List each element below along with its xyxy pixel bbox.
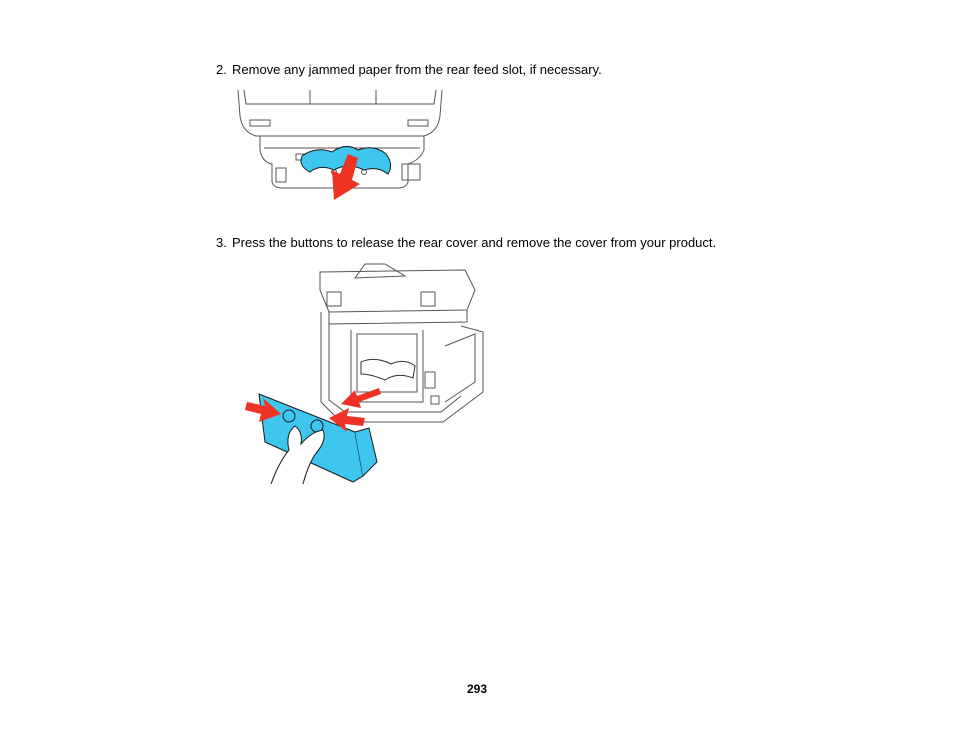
pull-down-arrow-icon [332,154,360,200]
page-number: 293 [466,682,488,696]
step-text: Remove any jammed paper from the rear fe… [232,62,602,77]
remove-direction-arrow-icon [341,388,381,408]
hand-icon [270,425,325,485]
rear-cover-removal-illustration [245,263,484,485]
press-arrow-right-icon [329,408,365,432]
step-3-instruction: 3. Press the buttons to release the rear … [216,235,716,251]
step-number: 3. [216,235,227,250]
step-text: Press the buttons to release the rear co… [232,235,717,250]
press-arrow-left-icon [245,398,281,422]
release-button-left-icon [282,409,296,423]
step-number: 2. [216,62,227,77]
rear-feed-slot-illustration [237,89,443,200]
step-2-instruction: 2. Remove any jammed paper from the rear … [216,62,602,78]
